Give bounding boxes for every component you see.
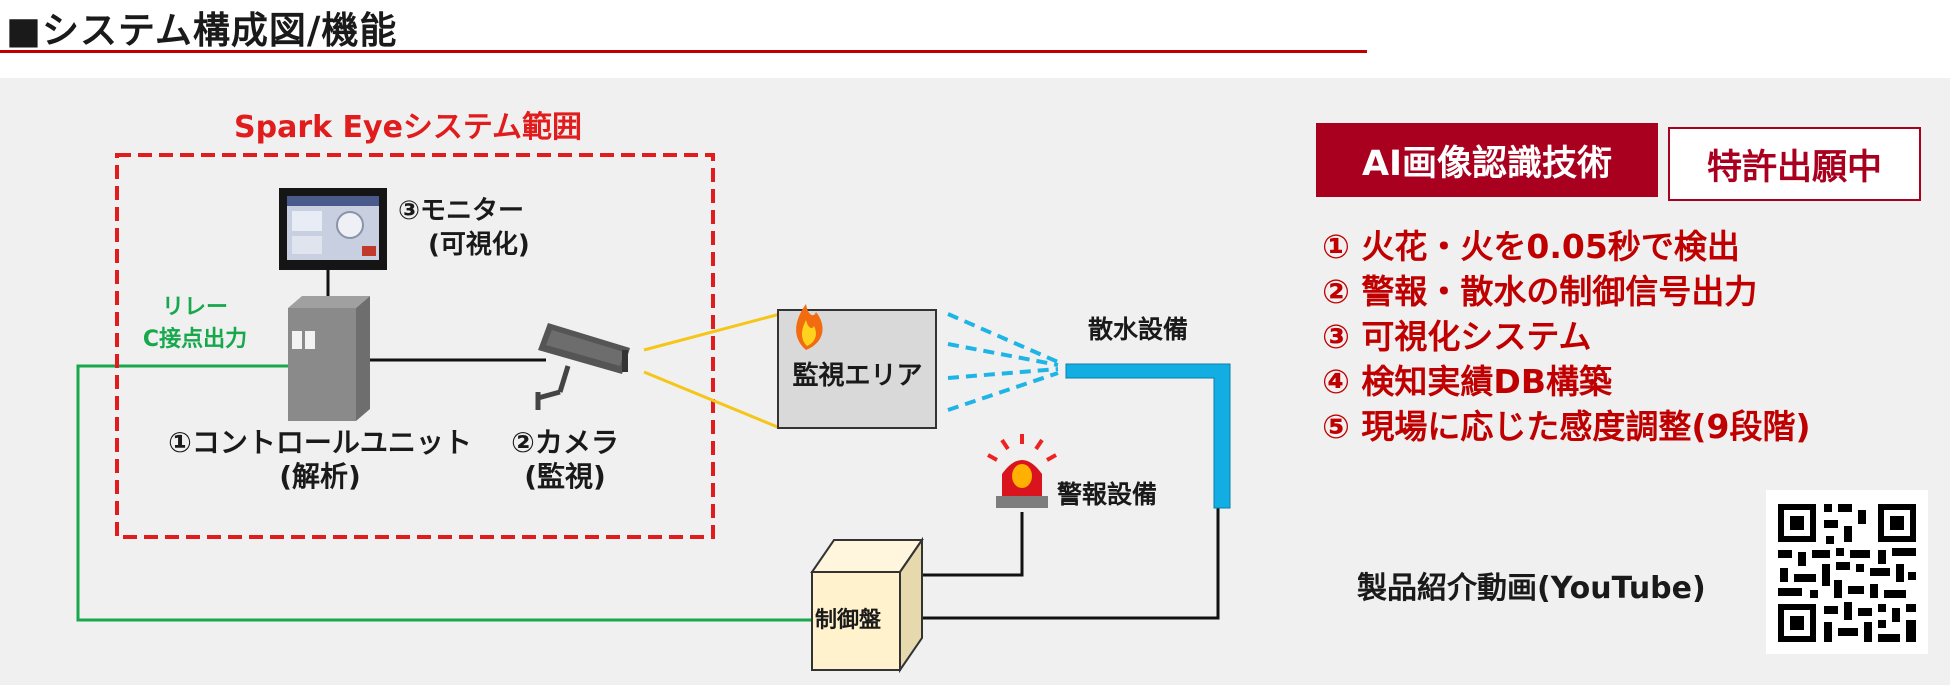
- spray-lines: [947, 312, 1059, 412]
- feature-item: ① 火花・火を0.05秒で検出: [1322, 227, 1740, 266]
- control-unit-label: ①コントロールユニット (解析): [160, 426, 480, 494]
- relay-label: リレー C接点出力: [120, 292, 270, 356]
- scope-boundary: [115, 153, 715, 539]
- monitor-label: ③モニター (可視化): [398, 194, 530, 262]
- monitoring-area-label: 監視エリア: [792, 361, 923, 391]
- alarm-wire: [922, 512, 1024, 577]
- feature-item: ⑤ 現場に応じた感度調整(9段階): [1322, 407, 1811, 446]
- monitor-label-line1: ③モニター: [398, 196, 525, 226]
- control-unit-icon: [288, 296, 370, 421]
- monitor-label-line2: (可視化): [428, 230, 530, 260]
- alarm-label: 警報設備: [1057, 480, 1158, 509]
- page-title: ■システム構成図/機能: [6, 9, 398, 52]
- feature-item: ③ 可視化システム: [1322, 317, 1592, 356]
- scope-title: Spark Eyeシステム範囲: [234, 110, 583, 145]
- control-panel-label: 制御盤: [815, 608, 882, 633]
- camera-icon: [535, 323, 630, 410]
- flame-icon: [796, 304, 823, 350]
- relay-label-line2: C接点出力: [142, 327, 248, 352]
- sprinkler-pipe: [1065, 363, 1231, 509]
- camera-label-line2: (監視): [524, 460, 606, 493]
- camera-label: ②カメラ (監視): [500, 426, 630, 494]
- camera-label-line1: ②カメラ: [511, 426, 619, 459]
- sprinkler-label: 散水設備: [1088, 315, 1189, 344]
- feature-item: ④ 検知実績DB構築: [1322, 362, 1612, 401]
- monitor-icon: [279, 188, 387, 270]
- patent-pending-badge: 特許出願中: [1668, 127, 1921, 201]
- camera-ray-upper: [643, 312, 781, 352]
- control-unit-label-line2: (解析): [279, 460, 361, 493]
- control-panel-box-icon: [810, 536, 924, 674]
- relay-label-line1: リレー: [161, 295, 228, 320]
- sprinkler-wire: [922, 508, 1220, 620]
- qr-code-icon[interactable]: [1766, 490, 1928, 654]
- ai-technology-badge: AI画像認識技術: [1316, 123, 1658, 197]
- relay-output-line: [76, 364, 812, 622]
- control-unit-label-line1: ①コントロールユニット: [168, 426, 472, 459]
- siren-icon: [987, 434, 1057, 508]
- title-underline: [0, 50, 1367, 53]
- product-video-label: 製品紹介動画(YouTube): [1357, 571, 1706, 606]
- camera-ray-lower: [643, 370, 781, 430]
- feature-item: ② 警報・散水の制御信号出力: [1322, 272, 1758, 311]
- feature-list: ① 火花・火を0.05秒で検出 ② 警報・散水の制御信号出力 ③ 可視化システム…: [1322, 224, 1811, 449]
